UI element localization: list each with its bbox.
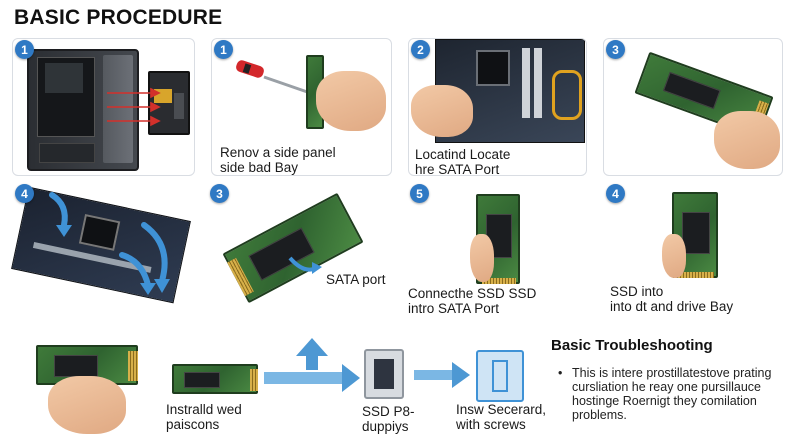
drive-bay-bracket-icon bbox=[476, 350, 524, 402]
drive-caddy-illustration bbox=[364, 349, 404, 399]
step-caption: SSD into into dt and drive Bay bbox=[610, 284, 734, 314]
step-card-remove-panel: Renov a side panel side bad Bay bbox=[211, 38, 392, 176]
step-caption: Connecthe SSD SSD intro SATA Port bbox=[408, 286, 537, 316]
blue-arrow-icon bbox=[288, 256, 322, 274]
step-caption: Insw Secerard, with screws bbox=[456, 402, 547, 432]
step-badge: 1 bbox=[214, 40, 233, 59]
step-card-insert-ssd bbox=[603, 38, 783, 176]
step-badge: 3 bbox=[210, 184, 229, 203]
hand-illustration bbox=[470, 234, 494, 282]
hand-illustration bbox=[411, 85, 473, 137]
step-badge: 5 bbox=[410, 184, 429, 203]
step-card-locate-port: Locatind Locate hre SATA Port bbox=[408, 38, 587, 176]
red-arrows bbox=[107, 87, 161, 127]
step-badge: 4 bbox=[15, 184, 34, 203]
step-badge: 3 bbox=[606, 40, 625, 59]
step-caption: SSD P8- duppiys bbox=[362, 404, 415, 434]
step-caption: Instralld wed paiscons bbox=[166, 402, 242, 432]
step-card-open-case bbox=[12, 38, 195, 176]
blue-arrow-icon bbox=[414, 362, 470, 388]
hand-illustration bbox=[662, 234, 686, 278]
pc-case-illustration bbox=[27, 49, 139, 171]
motherboard-airflow-illustration bbox=[11, 185, 192, 304]
troubleshooting-item: This is intere prostillatestove prating … bbox=[556, 366, 791, 422]
hand-illustration bbox=[714, 111, 780, 169]
step-caption: Renov a side panel side bad Bay bbox=[220, 145, 336, 175]
step-caption: Locatind Locate hre SATA Port bbox=[415, 147, 511, 176]
hand-illustration bbox=[316, 71, 386, 131]
page-title: BASIC PROCEDURE bbox=[14, 6, 223, 29]
step-badge: 1 bbox=[15, 40, 34, 59]
sata-port-label: SATA port bbox=[326, 272, 386, 287]
blue-arrow-icon bbox=[49, 192, 170, 295]
ssd-module bbox=[172, 364, 258, 394]
troubleshooting-list: This is intere prostillatestove prating … bbox=[556, 366, 791, 422]
blue-arrow-icon bbox=[264, 338, 360, 392]
drive-bay-illustration bbox=[148, 71, 190, 135]
step-badge: 4 bbox=[606, 184, 625, 203]
hand-illustration bbox=[48, 376, 126, 434]
troubleshooting-title: Basic Troubleshooting bbox=[551, 337, 713, 354]
step-badge: 2 bbox=[411, 40, 430, 59]
